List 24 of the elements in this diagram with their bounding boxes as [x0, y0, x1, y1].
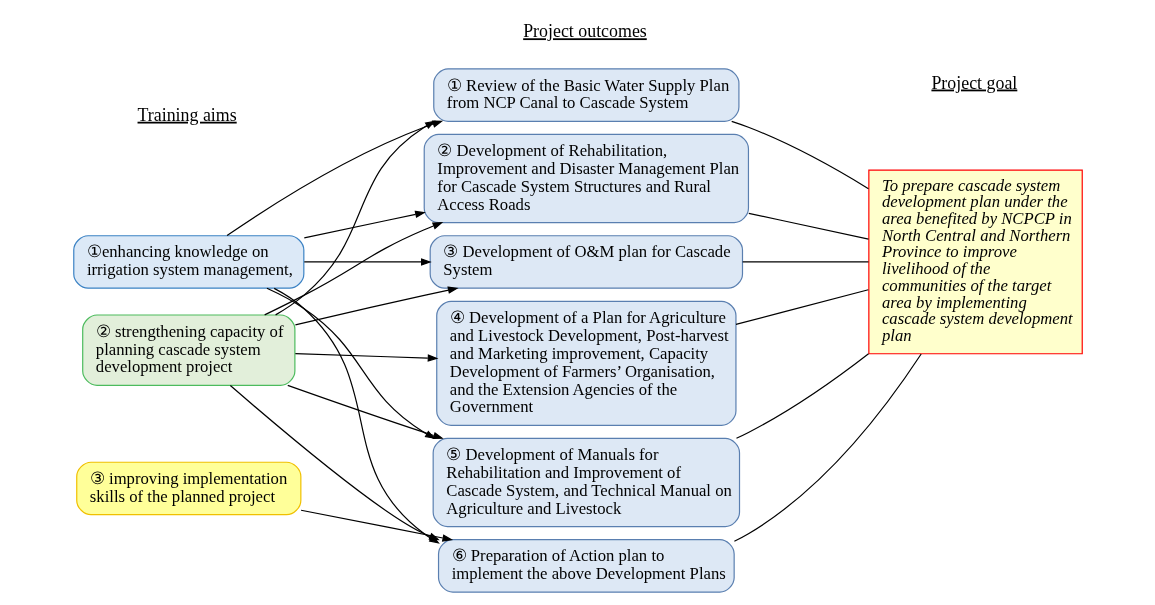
node-box: ⑤ Development of Manuals for Rehabilitation and Improvement of Cascade System, and Technical Manual on Agriculture and Livestock [432, 437, 740, 528]
node-box: ①enhancing knowledge on irrigation system management, [72, 235, 304, 289]
arrow [294, 286, 459, 326]
node-box: ② strengthening capacity of planning cascade system development project [81, 314, 295, 386]
connector [733, 353, 922, 542]
node-box: ② Development of Rehabilitation, Improvement and Disaster Management Plan for Cascade System Structures and Rural Access Roads [423, 133, 749, 224]
label: Training aims [137, 104, 237, 125]
connector [741, 261, 869, 263]
connector [735, 353, 869, 439]
connector [747, 212, 869, 240]
node-box: ③ Development of O&M plan for Cascade System [429, 235, 743, 289]
node-box: ① Review of the Basic Water Supply Plan from NCP Canal to Cascade System [432, 68, 740, 122]
connector [734, 289, 869, 325]
arrow [303, 210, 426, 239]
arrow [303, 258, 432, 266]
label: Project goal [930, 72, 1017, 93]
node-box: ④ Development of a Plan for Agriculture and Livestock Development, Post-harvest and Marketing improvement, Capacity Development of Farmers’ Organisation, and the Extension Agencies of the Government [435, 300, 737, 426]
node-box: ③ improving implementation skills of the planned project [75, 461, 301, 516]
arrow [294, 353, 438, 362]
node-box: To prepare cascade system development plan under the area benefited by NCPCP in North Central and Northern Province to improve livelihood of the communities of the target area by implementing cascade system development plan [867, 169, 1083, 355]
node-box: ⑥ Preparation of Action plan to implement the above Development Plans [437, 539, 735, 593]
arrow [274, 120, 436, 316]
label: Project outcomes [522, 21, 647, 42]
arrow [263, 222, 443, 316]
